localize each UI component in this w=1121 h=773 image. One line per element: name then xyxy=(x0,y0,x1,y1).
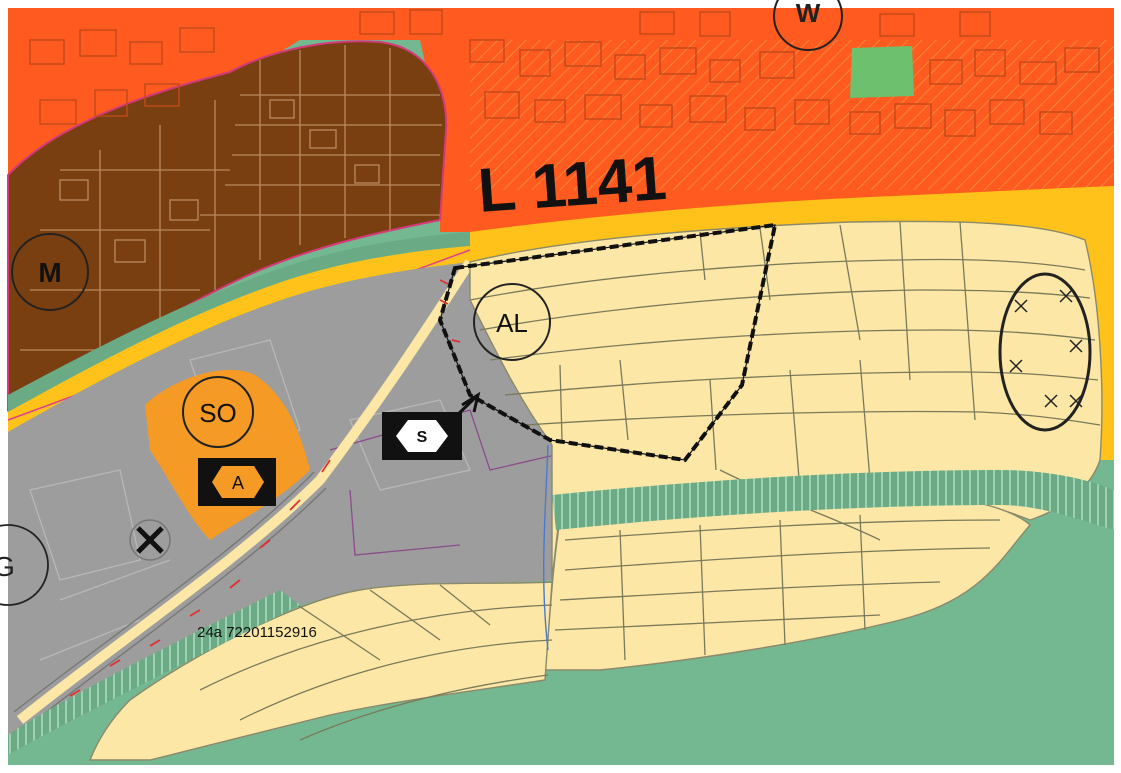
zone-label-m: M xyxy=(11,233,89,311)
svg-text:SO: SO xyxy=(199,398,237,428)
svg-text:AL: AL xyxy=(496,308,528,338)
svg-text:A: A xyxy=(232,473,244,493)
protected-area-symbol xyxy=(998,272,1092,432)
svg-text:W: W xyxy=(796,0,821,28)
facility-symbol-s: S xyxy=(382,412,462,460)
parcel-number-label: 24a 72201152916 xyxy=(197,624,317,641)
commercial-zone xyxy=(8,262,552,735)
parcel-lines xyxy=(199,221,1101,741)
svg-text:G: G xyxy=(0,551,15,582)
zone-label-so: SO xyxy=(182,376,254,448)
zone-label-g: G xyxy=(0,524,49,606)
road-l1141 xyxy=(8,186,1114,460)
mixed-use-lots xyxy=(20,45,442,380)
crossed-circle-symbol xyxy=(129,519,171,561)
svg-text:M: M xyxy=(38,257,61,288)
road-label: L 1141 xyxy=(476,144,669,226)
zone-label-w: W xyxy=(773,0,843,51)
svg-text:S: S xyxy=(417,429,428,446)
facility-symbol-a: A xyxy=(198,458,276,506)
building-footprints xyxy=(29,9,1100,137)
zone-label-al: AL xyxy=(473,283,551,361)
park-area xyxy=(850,46,914,98)
